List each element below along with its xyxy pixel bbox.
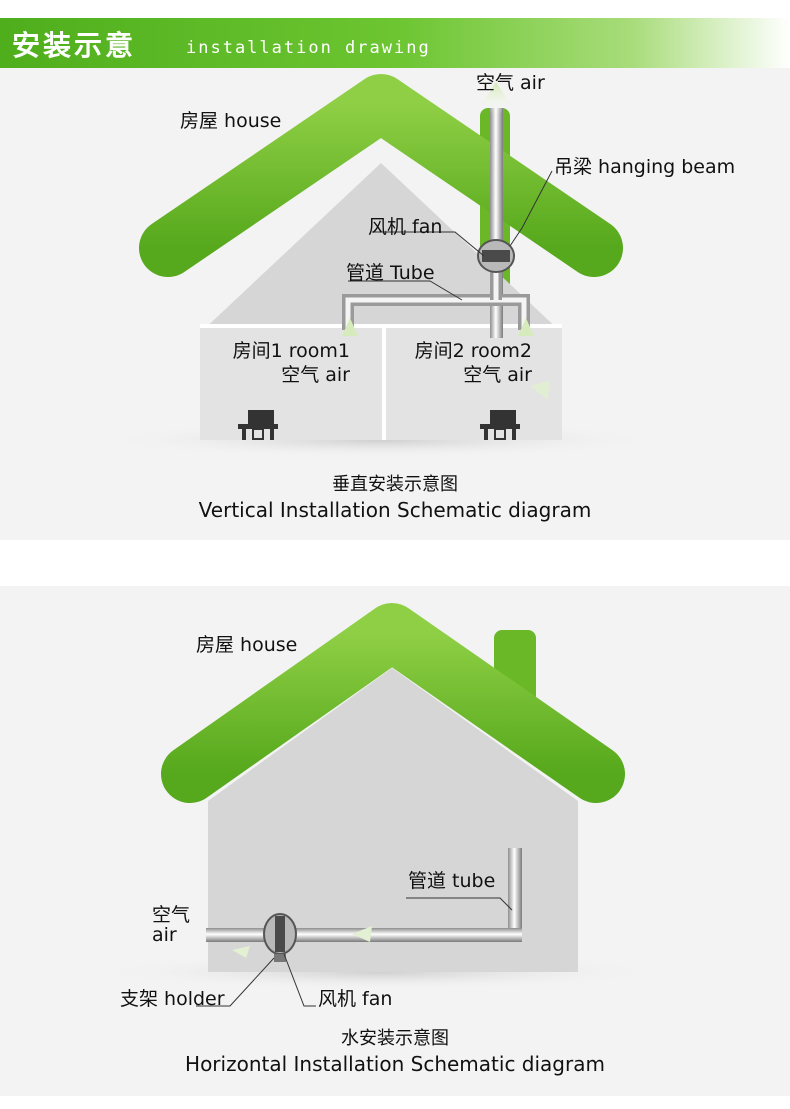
horizontal-caption-cn: 水安装示意图 [341, 1028, 449, 1049]
horizontal-house-illustration [95, 603, 665, 1007]
header-bar: 安装示意 installation drawing [0, 18, 790, 68]
vertical-caption-en: Vertical Installation Schematic diagram [198, 498, 592, 522]
header-title-cn: 安装示意 [12, 29, 137, 62]
leader-beam [509, 170, 553, 247]
leader-tube [348, 280, 463, 301]
label-air-out: 空气 air [476, 72, 545, 94]
label-house: 房屋 house [180, 110, 282, 132]
label-tube: 管道 tube [408, 870, 496, 892]
room-1 [200, 328, 382, 440]
roof [139, 74, 623, 277]
room-2 [386, 328, 562, 440]
horizontal-caption-en: Horizontal Installation Schematic diagra… [185, 1052, 605, 1076]
vertical-installation-panel: 房屋 house 空气 air 吊梁 hanging beam 风机 fan 管… [0, 68, 790, 540]
leader-tube [406, 897, 513, 911]
chair-desk-room2 [480, 410, 520, 440]
label-fan: 风机 fan [318, 988, 393, 1010]
vertical-caption-cn: 垂直安装示意图 [332, 474, 458, 495]
chair-desk-room1 [238, 410, 278, 440]
label-hanging-beam: 吊梁 hanging beam [554, 156, 736, 178]
label-air-en: air [152, 924, 177, 946]
tube-vertical [508, 848, 522, 940]
vertical-house-illustration [95, 74, 665, 458]
horizontal-caption: 水安装示意图 Horizontal Installation Schematic… [0, 1024, 790, 1076]
label-room1: 房间1 room1 [232, 340, 350, 362]
roof [161, 603, 625, 803]
label-room2-air: 空气 air [463, 364, 532, 386]
house-wall [208, 668, 578, 972]
header-title-en: installation drawing [186, 38, 431, 58]
label-room1-air: 空气 air [281, 364, 350, 386]
label-holder: 支架 holder [120, 988, 225, 1010]
leader-fan [283, 953, 316, 1007]
label-fan: 风机 fan [368, 216, 443, 238]
leader-holder [196, 957, 275, 1007]
label-house: 房屋 house [196, 634, 298, 656]
label-room2: 房间2 room2 [414, 340, 532, 362]
vertical-caption: 垂直安装示意图 Vertical Installation Schematic … [0, 470, 790, 522]
air-out-arrow [482, 82, 510, 114]
label-tube: 管道 Tube [346, 262, 435, 284]
fan-holder [274, 954, 286, 962]
horizontal-installation-panel: 房屋 house 管道 tube 空气 air 支架 holder 风机 fan… [0, 586, 790, 1096]
label-air-cn: 空气 [152, 904, 191, 926]
leader-fan [372, 231, 485, 257]
